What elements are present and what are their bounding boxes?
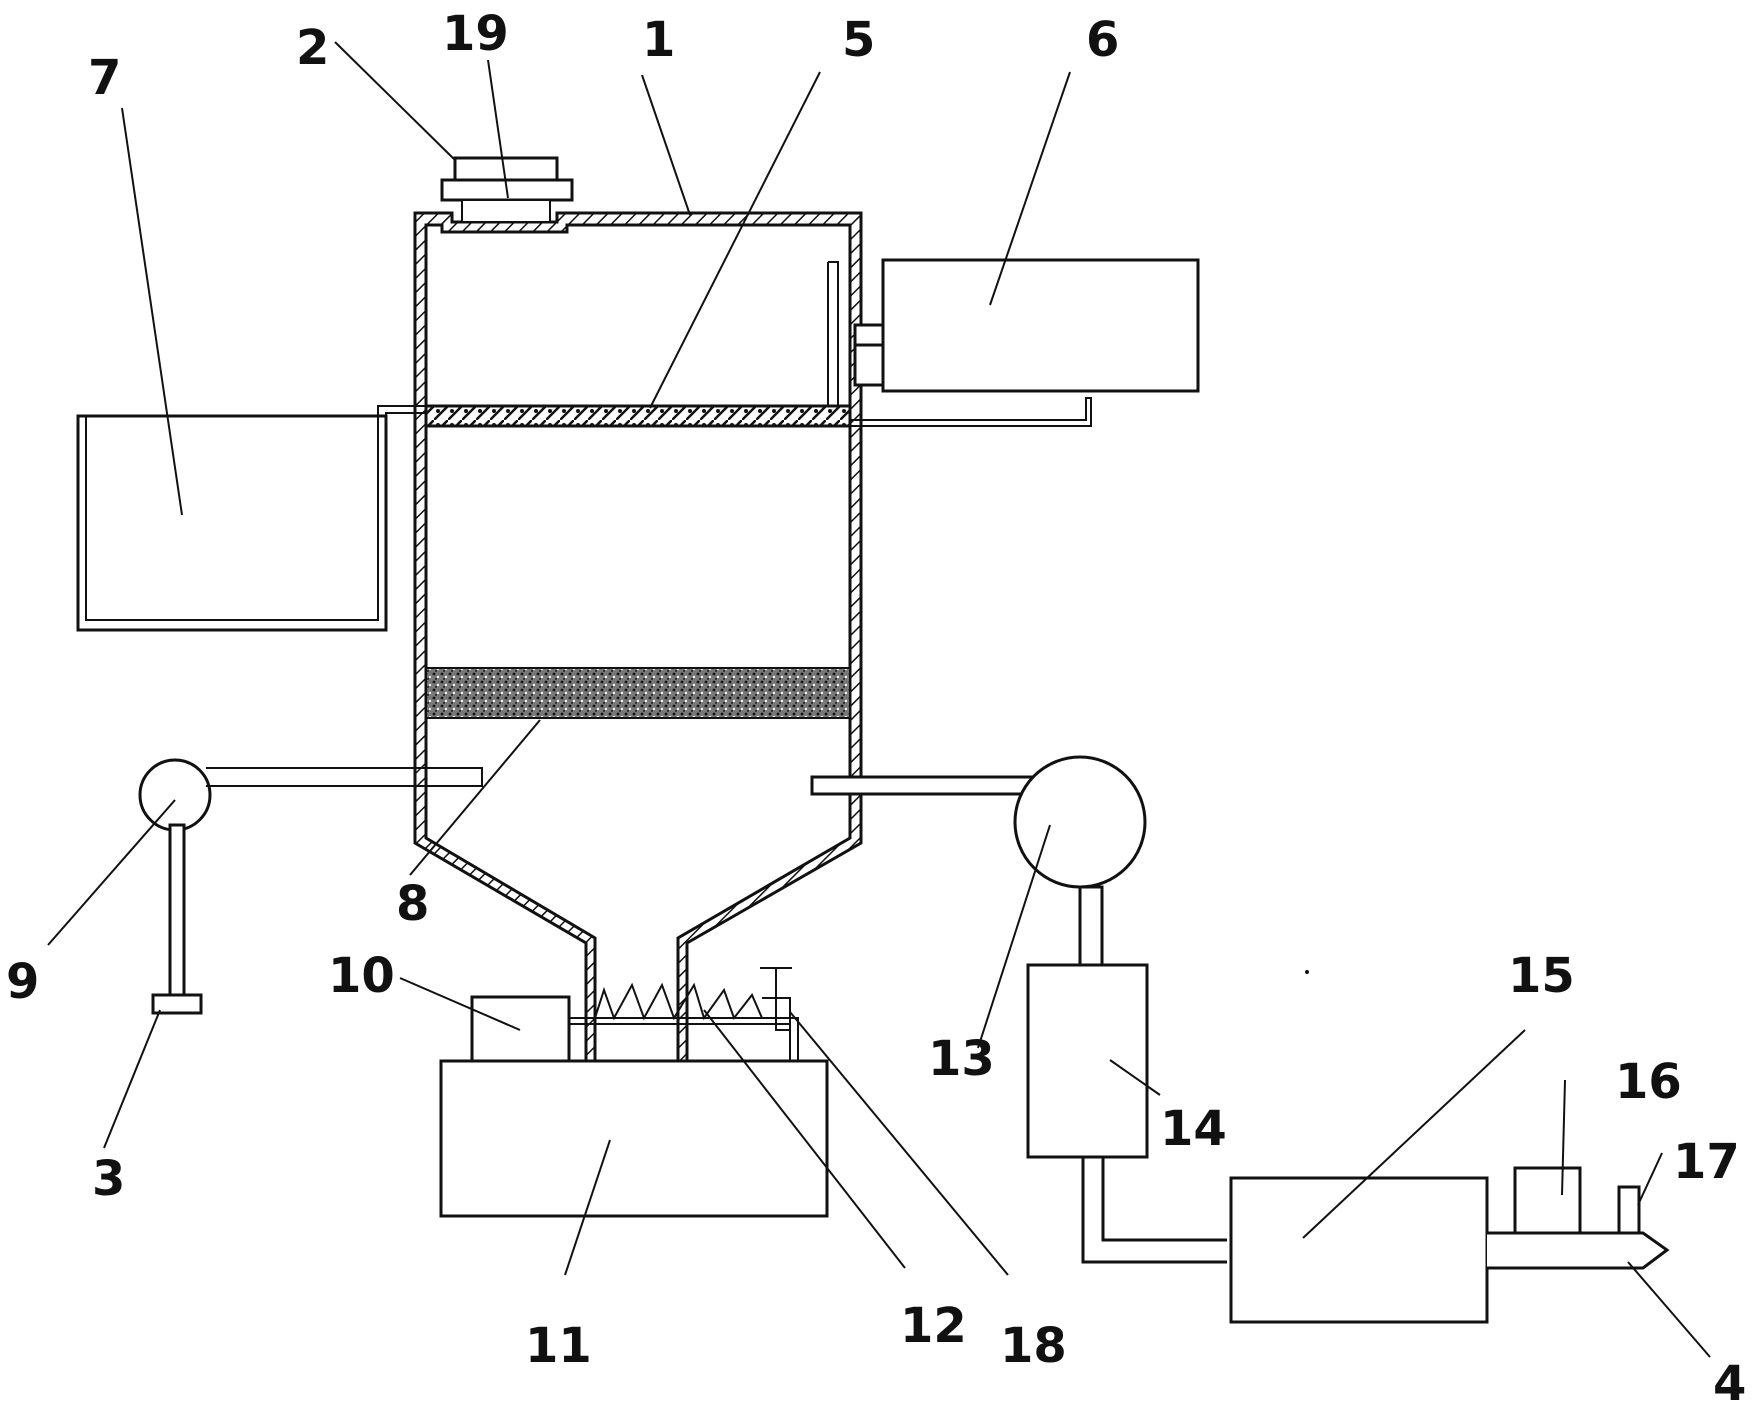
device-6: [827, 258, 1200, 427]
label-11: 11: [525, 1318, 592, 1374]
label-17: 17: [1673, 1134, 1740, 1190]
label-10: 10: [328, 948, 395, 1004]
label-2: 2: [296, 20, 329, 76]
unit-17: [1617, 1185, 1641, 1235]
unit-14: [1026, 963, 1149, 1159]
unit-15: [1229, 1176, 1489, 1324]
label-15: 15: [1508, 948, 1575, 1004]
unit-16: [1513, 1166, 1582, 1235]
label-12: 12: [900, 1298, 967, 1354]
label-9: 9: [6, 954, 39, 1010]
label-4: 4: [1713, 1356, 1746, 1407]
filter-layer-5: [424, 404, 852, 428]
filter-layer-8: [425, 667, 851, 719]
port-cap-2: [453, 156, 559, 182]
label-18: 18: [1000, 1318, 1067, 1374]
label-7: 7: [88, 50, 121, 106]
pipe-14-15: [1081, 1157, 1227, 1264]
pump-9: [138, 758, 483, 1015]
label-14: 14: [1160, 1101, 1227, 1157]
motor-10: [470, 995, 571, 1063]
reaction-vessel: [413, 211, 863, 1065]
bracket-18: [760, 967, 792, 1031]
base-3: [151, 993, 203, 1015]
label-16: 16: [1615, 1054, 1682, 1110]
top-port: [440, 156, 574, 223]
label-1: 1: [642, 12, 675, 68]
stray-dot: [1305, 970, 1309, 974]
collection-box-11: [439, 1059, 829, 1218]
nozzle-4: [1487, 1231, 1670, 1270]
leader-lines: [47, 41, 1711, 1358]
label-13: 13: [928, 1031, 995, 1087]
label-3: 3: [92, 1151, 125, 1207]
label-19: 19: [442, 6, 509, 62]
label-5: 5: [842, 12, 875, 68]
pump-13: [810, 755, 1147, 967]
labels: 1 2 3 4 5 6 7 8 9 10 11 12 13 14 15 16 1…: [6, 6, 1746, 1407]
label-8: 8: [396, 876, 429, 932]
label-6: 6: [1086, 12, 1119, 68]
tank-7: [76, 405, 426, 632]
